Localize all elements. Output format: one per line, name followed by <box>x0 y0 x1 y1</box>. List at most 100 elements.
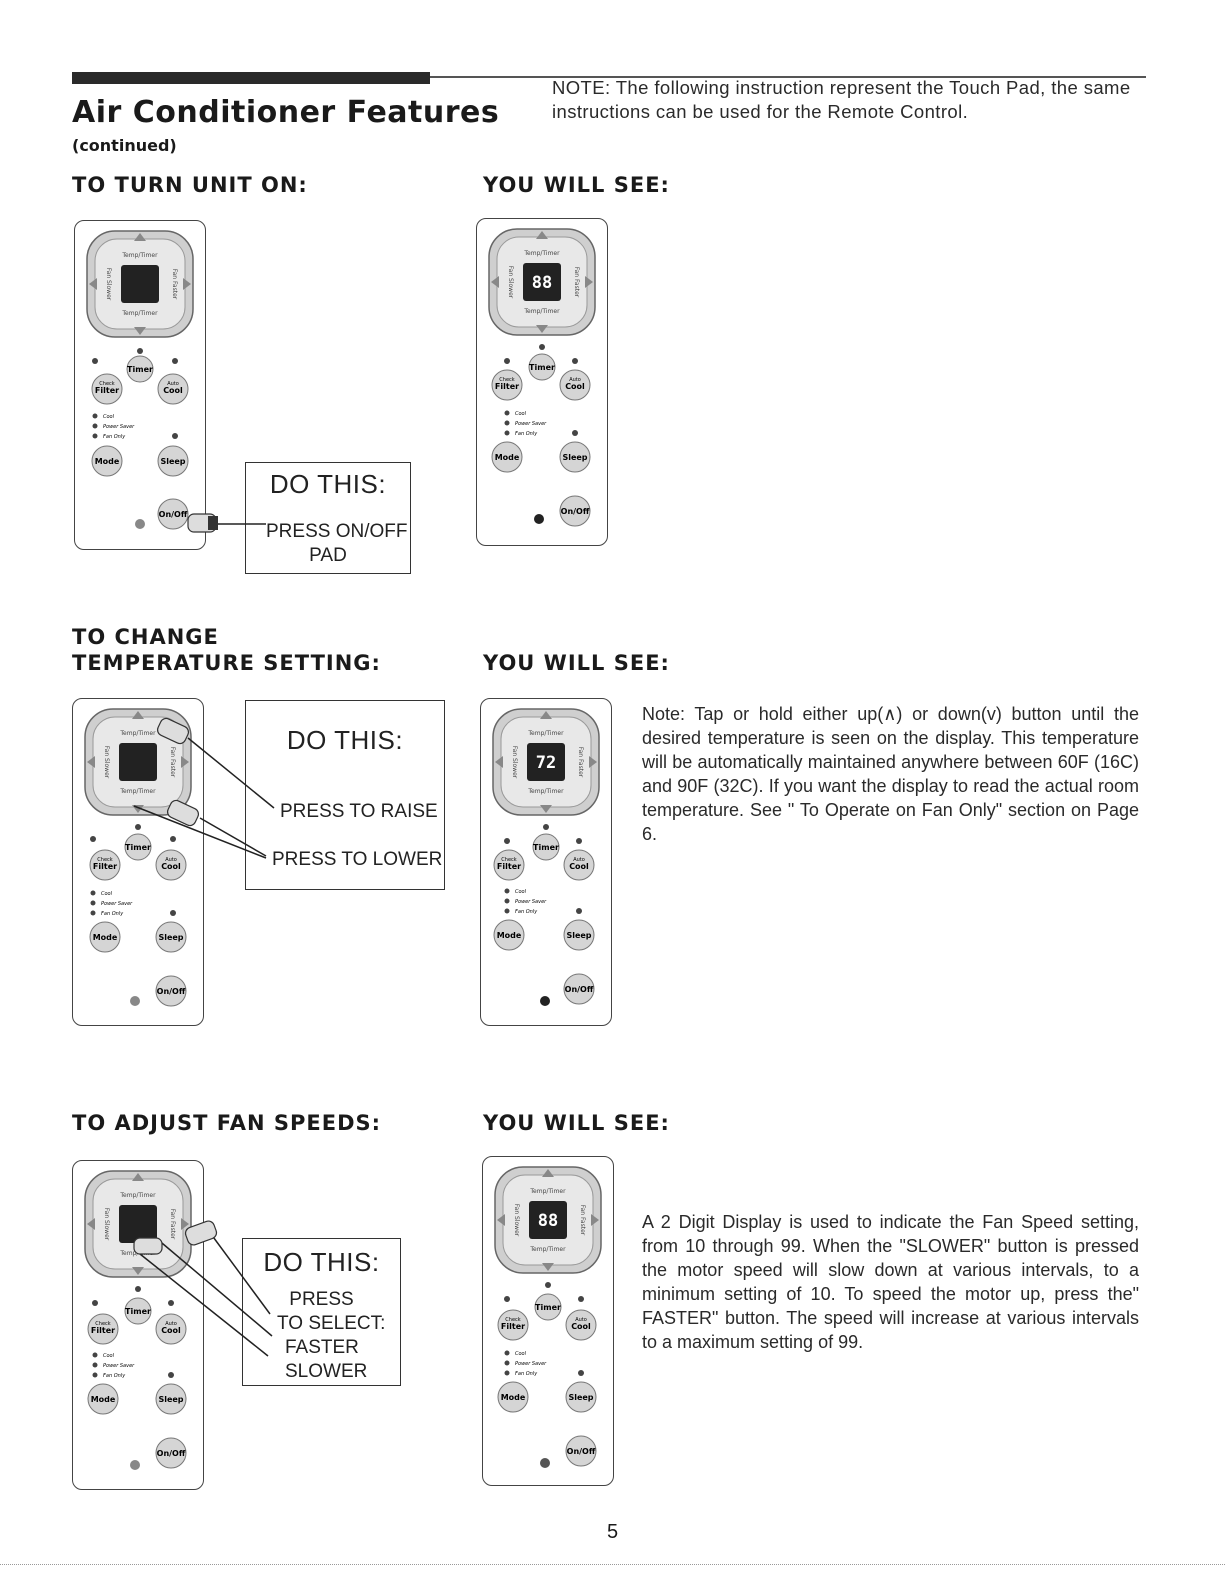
mode-button[interactable] <box>491 441 523 473</box>
up-arrow-icon[interactable] <box>134 233 146 241</box>
on-off-button[interactable] <box>563 973 595 1005</box>
sleep-button[interactable] <box>559 441 591 473</box>
timer-button[interactable] <box>534 1293 562 1321</box>
up-arrow-icon[interactable] <box>542 1169 554 1177</box>
check-filter-button[interactable] <box>491 369 523 401</box>
mode-button[interactable] <box>89 921 121 953</box>
auto-cool-button[interactable] <box>157 373 189 405</box>
power-indicator <box>130 996 140 1006</box>
fan-speed-note: A 2 Digit Display is used to indicate th… <box>642 1212 1139 1352</box>
down-arrow-icon[interactable] <box>540 805 552 813</box>
svg-text:Temp/Timer: Temp/Timer <box>119 730 156 737</box>
up-arrow-icon[interactable] <box>540 711 552 719</box>
down-arrow-icon[interactable] <box>542 1263 554 1271</box>
auto-cool-button[interactable] <box>563 849 595 881</box>
do-this-box-1: DO THIS: PRESS ON/OFF PAD <box>245 462 411 574</box>
svg-text:Temp/Timer: Temp/Timer <box>523 308 560 315</box>
temperature-note: Note: Tap or hold either up(∧) or down(v… <box>642 704 1139 844</box>
svg-text:On/Off: On/Off <box>561 507 590 516</box>
svg-text:Cool: Cool <box>515 1351 527 1357</box>
down-arrow-icon[interactable] <box>536 325 548 333</box>
svg-text:Fan Faster: Fan Faster <box>171 269 178 300</box>
timer-button[interactable] <box>528 353 556 381</box>
svg-text:Temp/Timer: Temp/Timer <box>119 1192 156 1199</box>
sleep-button[interactable] <box>565 1381 597 1413</box>
right-arrow-icon[interactable] <box>183 278 191 290</box>
svg-text:Fan Faster: Fan Faster <box>577 747 584 778</box>
mode-button[interactable] <box>493 919 525 951</box>
do-this-box-2: DO THIS: PRESS TO RAISE PRESS TO LOWER <box>245 700 445 890</box>
svg-text:Fan Only: Fan Only <box>515 909 538 915</box>
power-indicator <box>130 1460 140 1470</box>
left-arrow-icon[interactable] <box>87 756 95 768</box>
up-arrow-icon[interactable] <box>132 711 144 719</box>
heading-fan: TO ADJUST FAN SPEEDS: <box>72 1111 382 1135</box>
power-indicator <box>540 1458 550 1468</box>
timer-button[interactable] <box>532 833 560 861</box>
svg-text:Filter: Filter <box>495 382 519 391</box>
left-arrow-icon[interactable] <box>497 1214 505 1226</box>
right-arrow-icon[interactable] <box>585 276 593 288</box>
check-filter-button[interactable] <box>89 849 121 881</box>
svg-text:88: 88 <box>538 1211 558 1231</box>
left-arrow-icon[interactable] <box>491 276 499 288</box>
svg-text:Cool: Cool <box>103 414 115 420</box>
check-filter-button[interactable] <box>493 849 525 881</box>
heading-change-1: TO CHANGE <box>72 625 219 649</box>
svg-text:Fan Only: Fan Only <box>101 911 124 917</box>
control-panel-6: 88 Temp/Timer Temp/Timer Fan Slower Fan … <box>482 1156 614 1486</box>
check-filter-button[interactable] <box>87 1313 119 1345</box>
down-arrow-icon[interactable] <box>134 327 146 335</box>
title-bar <box>72 72 430 84</box>
sleep-button[interactable] <box>563 919 595 951</box>
mode-button[interactable] <box>497 1381 529 1413</box>
svg-text:Temp/Timer: Temp/Timer <box>121 310 158 317</box>
svg-text:Cool: Cool <box>565 382 585 391</box>
mode-button[interactable] <box>91 445 123 477</box>
svg-text:Auto: Auto <box>569 377 581 383</box>
svg-text:Sleep: Sleep <box>158 933 183 942</box>
svg-text:Timer: Timer <box>125 1307 151 1316</box>
up-arrow-icon[interactable] <box>536 231 548 239</box>
svg-text:Timer: Timer <box>529 363 555 372</box>
right-arrow-icon[interactable] <box>591 1214 599 1226</box>
on-off-button[interactable] <box>155 1437 187 1469</box>
left-arrow-icon[interactable] <box>87 1218 95 1230</box>
on-off-button[interactable] <box>155 975 187 1007</box>
page-title: Air Conditioner Features <box>72 95 500 130</box>
sleep-button[interactable] <box>155 921 187 953</box>
check-filter-button[interactable] <box>497 1309 529 1341</box>
svg-text:Filter: Filter <box>501 1322 525 1331</box>
control-panel-5: Temp/Timer Temp/Timer Fan Slower Fan Fas… <box>72 1160 204 1490</box>
svg-text:Fan Slower: Fan Slower <box>513 1204 520 1237</box>
right-arrow-icon[interactable] <box>589 756 597 768</box>
header-note: NOTE: The following instruction represen… <box>552 77 1131 122</box>
timer-button[interactable] <box>126 355 154 383</box>
auto-cool-button[interactable] <box>559 369 591 401</box>
power-indicator <box>534 514 544 524</box>
svg-text:Filter: Filter <box>93 862 117 871</box>
on-off-button[interactable] <box>559 495 591 527</box>
on-off-button[interactable] <box>565 1435 597 1467</box>
control-panel-3: Temp/Timer Temp/Timer Fan Slower Fan Fas… <box>72 698 204 1026</box>
sleep-button[interactable] <box>157 445 189 477</box>
auto-cool-button[interactable] <box>565 1309 597 1341</box>
up-arrow-icon[interactable] <box>132 1173 144 1181</box>
svg-text:Cool: Cool <box>163 386 183 395</box>
svg-text:Fan Slower: Fan Slower <box>507 266 514 299</box>
svg-text:Sleep: Sleep <box>568 1393 593 1402</box>
heading-change-2: TEMPERATURE SETTING: <box>72 651 381 675</box>
mode-button[interactable] <box>87 1383 119 1415</box>
svg-text:Auto: Auto <box>575 1317 587 1323</box>
svg-text:Filter: Filter <box>91 1326 115 1335</box>
left-arrow-icon[interactable] <box>89 278 97 290</box>
heading-turn-on: TO TURN UNIT ON: <box>72 173 308 197</box>
svg-text:Power Saver: Power Saver <box>515 421 547 427</box>
svg-text:Temp/Timer: Temp/Timer <box>527 788 564 795</box>
right-arrow-icon[interactable] <box>181 756 189 768</box>
svg-text:Fan Faster: Fan Faster <box>579 1205 586 1236</box>
sleep-button[interactable] <box>155 1383 187 1415</box>
check-filter-button[interactable] <box>91 373 123 405</box>
left-arrow-icon[interactable] <box>495 756 503 768</box>
power-indicator <box>135 519 145 529</box>
